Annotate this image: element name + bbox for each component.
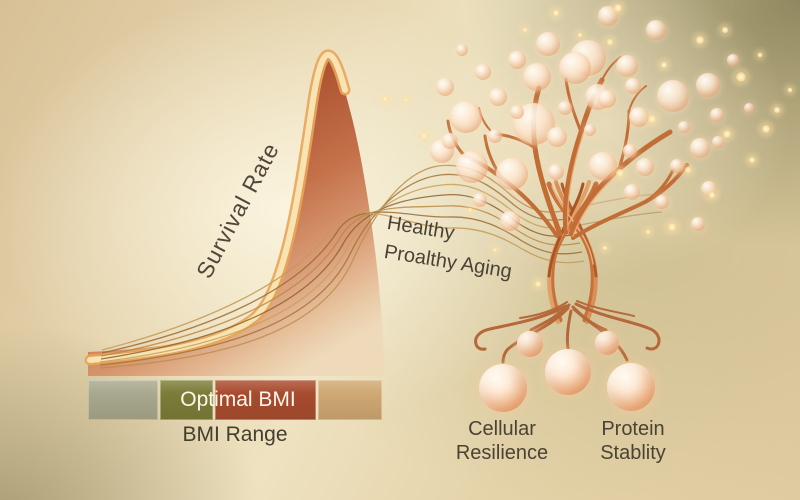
tree-branches [446,56,689,240]
root-sphere [517,331,543,357]
cell-bubble [670,159,684,173]
glow-sparkle [748,156,756,164]
cell-bubble [646,20,666,40]
cell-bubble [696,73,720,97]
cell-bubble [456,44,468,56]
cell-bubble [508,51,526,69]
cell-bubble [558,101,572,115]
protein-stability-line2: Stablity [600,442,666,464]
bmi-bar-segment-olive [160,380,213,420]
glow-sparkle [577,32,583,38]
protein-stability-line1: Protein [601,418,665,440]
cell-bubble [710,108,724,122]
cellular-resilience-line1: Cellular [468,418,536,440]
cell-bubble [616,55,638,77]
glow-sparkle [722,129,732,139]
glow-sparkle [757,52,763,58]
glow-sparkle [667,222,677,232]
glow-sparkle [615,168,625,178]
bmi-bar [88,380,382,420]
cell-bubble [727,54,739,66]
cell-bubble [744,103,754,113]
root-sphere [545,349,591,395]
glow-sparkle [467,207,473,213]
cell-bubble [623,144,637,158]
cell-bubble [690,138,710,158]
cell-bubble [450,101,482,133]
glow-sparkle [522,27,528,33]
cell-bubble [436,78,454,96]
cell-bubble [629,107,649,127]
cell-bubble [523,63,551,91]
cell-bubble [548,164,564,180]
cell-bubble [473,193,487,207]
cell-bubble [625,78,641,94]
cell-bubble [547,127,567,147]
cell-bubble [496,158,528,190]
glow-sparkle [695,35,705,45]
glow-sparkle [534,280,542,288]
cell-bubble [500,211,520,231]
glow-sparkle [684,166,692,174]
glow-sparkle [420,132,428,140]
cell-bubble [559,52,591,84]
glow-sparkle [773,106,781,114]
protein-stability-label: Protein Stablity [563,417,703,465]
cell-bubble [655,195,669,209]
bmi-bar-segment-rust [215,380,316,420]
cell-bubble [489,88,507,106]
glow-sparkle [381,95,389,103]
tree-canopy-glow [420,0,790,280]
glow-sparkle [660,61,668,69]
cellular-resilience-label: Cellular Resilience [432,417,572,465]
glow-sparkle [787,87,793,93]
glow-sparkle [761,124,771,134]
cell-bubble [442,133,458,149]
root-sphere [479,364,527,412]
flow-lines [99,164,663,369]
bmi-bar-segment-sage [88,380,158,420]
cell-bubble [657,80,689,112]
glow-sparkle [613,3,623,13]
glow-sparkle [552,9,560,17]
tree-roots [474,300,661,364]
cell-bubble [712,136,724,148]
glow-sparkle [735,71,747,83]
cell-bubble [636,158,654,176]
cell-bubble [624,184,640,200]
cell-bubble [488,129,502,143]
cell-bubble [456,151,488,183]
glow-sparkle [403,97,409,103]
glow-sparkle [606,38,614,46]
cell-bubble [589,152,617,180]
cell-bubble [598,90,616,108]
glow-sparkle [645,229,651,235]
cell-bubble [678,121,690,133]
root-sphere [607,363,655,411]
glow-sparkle [721,26,729,34]
cell-bubble [536,32,560,56]
glow-sparkle [647,114,657,124]
bmi-bar-segment-tan [318,380,382,420]
glow-sparkle [602,245,608,251]
glow-sparkle [708,191,716,199]
cell-bubble [691,217,705,231]
bmi-range-axis-label: BMI Range [182,423,288,446]
cell-bubble [475,64,491,80]
cell-bubble [584,124,596,136]
optimal-bmi-label: Optimal BMI [180,388,296,411]
cell-bubble [510,105,524,119]
glow-sparkle [492,247,498,253]
cellular-resilience-line2: Resilience [455,442,549,464]
root-sphere [595,331,619,355]
